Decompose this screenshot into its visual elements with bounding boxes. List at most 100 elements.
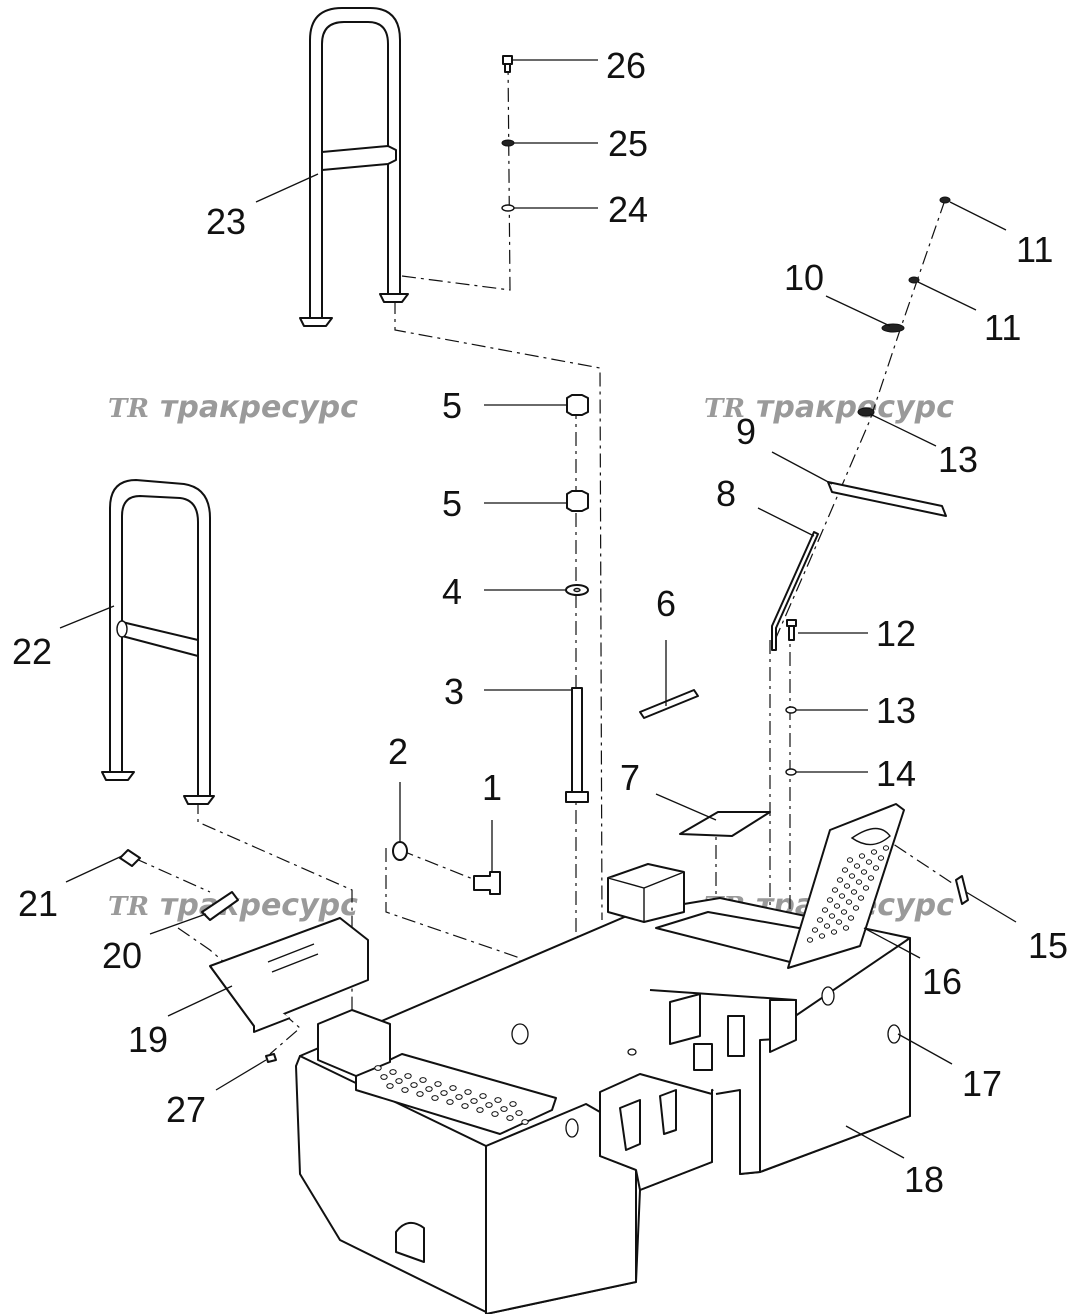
perforation-hole <box>431 1095 439 1101</box>
washer-10 <box>881 323 905 333</box>
callout-2: 2 <box>388 731 408 772</box>
perforation-hole <box>389 1069 397 1075</box>
tray-19 <box>209 917 369 1033</box>
perforation-hole <box>449 1085 457 1091</box>
perforation-hole <box>860 869 868 875</box>
perforation-hole <box>816 917 824 923</box>
callout-12: 12 <box>876 613 916 654</box>
pin-15 <box>955 875 969 905</box>
callout-21: 21 <box>18 883 58 924</box>
perforation-hole <box>857 895 865 901</box>
callout-10: 10 <box>784 257 824 298</box>
perforation-hole <box>479 1093 487 1099</box>
watermark-text: тракресурс <box>160 888 358 923</box>
step-plate-16-holes <box>806 845 890 943</box>
callout-19: 19 <box>128 1019 168 1060</box>
callout-8: 8 <box>716 473 736 514</box>
strip-6 <box>639 689 699 719</box>
rod-8 <box>771 531 819 651</box>
perforation-hole <box>446 1099 454 1105</box>
perforation-hole <box>846 857 854 863</box>
perforation-hole <box>853 863 861 869</box>
watermark-logo: TR <box>108 394 149 424</box>
perforation-hole <box>835 919 843 925</box>
perforation-hole <box>419 1077 427 1083</box>
perforation-hole <box>830 929 838 935</box>
plate-7 <box>679 811 771 837</box>
perforation-hole <box>841 867 849 873</box>
callout-20: 20 <box>102 935 142 976</box>
callout-11-upper: 11 <box>1016 229 1053 270</box>
perforation-hole <box>386 1083 394 1089</box>
perforation-hole <box>470 1098 478 1104</box>
callout-3: 3 <box>444 671 464 712</box>
perforation-hole <box>842 925 850 931</box>
clip-21 <box>119 849 141 867</box>
perforation-hole <box>500 1106 508 1112</box>
watermark-logo: TR <box>108 892 149 922</box>
callout-17: 17 <box>962 1063 1002 1104</box>
watermark-3: TR тракресурс <box>108 888 358 923</box>
perforation-hole <box>877 855 885 861</box>
watermark-logo: TR <box>704 394 745 424</box>
callout-6: 6 <box>656 583 676 624</box>
handrail-22 <box>101 479 215 805</box>
perforation-hole <box>506 1115 514 1121</box>
perforation-hole <box>380 1074 388 1080</box>
washer-24 <box>501 204 515 212</box>
perforation-hole <box>840 909 848 915</box>
perforation-hole <box>836 877 844 883</box>
perforation-hole <box>833 903 841 909</box>
perforation-hole <box>485 1102 493 1108</box>
perforation-hole <box>872 865 880 871</box>
perforation-hole <box>831 887 839 893</box>
perforation-hole <box>521 1119 529 1125</box>
perforation-hole <box>847 915 855 921</box>
perforation-hole <box>845 899 853 905</box>
callout-1: 1 <box>482 767 502 808</box>
box-cover <box>607 863 685 923</box>
callout-4: 4 <box>442 571 462 612</box>
callout-22: 22 <box>12 631 52 672</box>
perforation-hole <box>410 1082 418 1088</box>
callout-7: 7 <box>620 757 640 798</box>
perforation-hole <box>882 845 890 851</box>
callout-18: 18 <box>904 1159 944 1200</box>
perforation-hole <box>461 1103 469 1109</box>
perforation-hole <box>848 873 856 879</box>
perforation-hole <box>852 905 860 911</box>
callout-25: 25 <box>608 123 648 164</box>
washer-13-lower <box>785 706 797 714</box>
perforation-hole <box>476 1107 484 1113</box>
perforation-hole <box>374 1065 382 1071</box>
callout-23: 23 <box>206 201 246 242</box>
hinge-20 <box>201 891 239 921</box>
callout-15: 15 <box>1028 925 1068 966</box>
front-step-plate-holes <box>374 1065 529 1125</box>
leader-lines <box>59 59 1017 1159</box>
callout-13-upper: 13 <box>938 439 978 480</box>
perforation-hole <box>821 907 829 913</box>
perforation-hole <box>404 1073 412 1079</box>
perforation-hole <box>867 875 875 881</box>
perforation-hole <box>850 889 858 895</box>
perforation-hole <box>440 1090 448 1096</box>
perforation-hole <box>491 1111 499 1117</box>
perforation-hole <box>455 1094 463 1100</box>
perforation-hole <box>838 893 846 899</box>
perforation-hole <box>818 933 826 939</box>
watermark-2: TR тракресурс <box>704 390 954 425</box>
perforation-hole <box>434 1081 442 1087</box>
fastener-26 <box>502 55 513 73</box>
perforation-hole <box>855 879 863 885</box>
callout-9: 9 <box>736 411 756 452</box>
washer-14 <box>785 768 797 776</box>
perforation-hole <box>870 849 878 855</box>
perforation-hole <box>865 859 873 865</box>
bolt-1 <box>473 871 501 895</box>
perforation-hole <box>828 913 836 919</box>
nut-27 <box>265 1053 277 1063</box>
washer-25 <box>501 139 515 147</box>
callouts: 26 25 24 23 11 10 11 5 9 13 8 5 4 6 12 2… <box>12 45 1068 1200</box>
